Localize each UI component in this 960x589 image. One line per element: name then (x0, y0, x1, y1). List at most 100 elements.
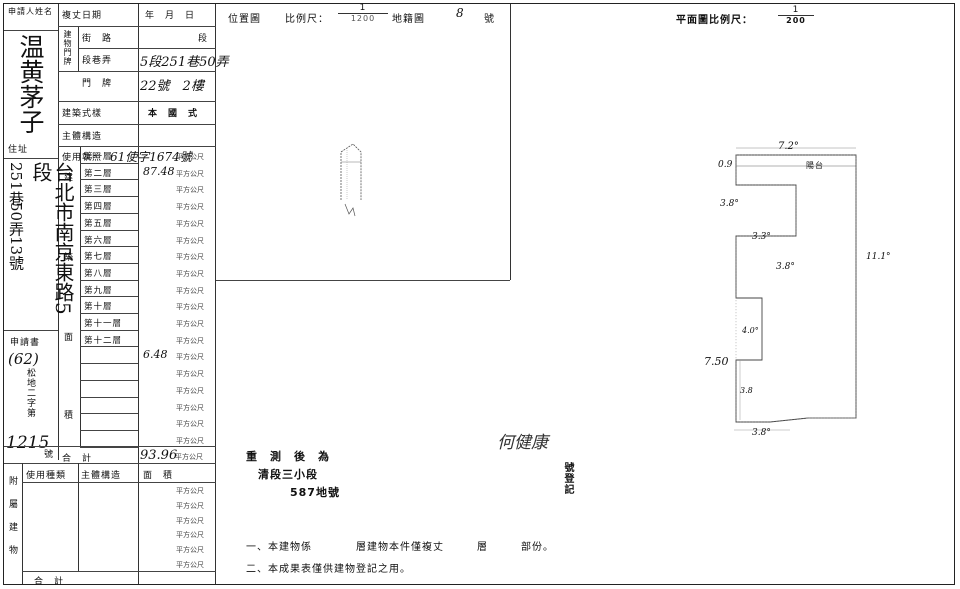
row-divider (58, 101, 216, 102)
completion-date: 年 月 日 (145, 11, 196, 21)
floor-group-jian: 建 (64, 173, 75, 183)
row-divider (58, 26, 216, 27)
style-value: 本 國 式 (148, 109, 199, 119)
floor-row-divider (80, 396, 138, 398)
column-divider (78, 463, 79, 571)
address-lane: 50弄 (7, 202, 25, 237)
door-label: 門 牌 (82, 79, 113, 89)
survey-line-3: 587地號 (290, 486, 340, 499)
lot-map-number: 8 (456, 6, 464, 20)
door-value: 22號 2樓 (140, 79, 204, 94)
applicant-name: 温黄茅子 (16, 34, 45, 134)
floor-group-ji: 積 (64, 411, 75, 421)
application-suffix: 號 (44, 450, 55, 460)
applicant-label: 申請人姓名 (8, 7, 53, 16)
floor-area-unit: 平方公尺 (176, 353, 204, 362)
column-divider (22, 463, 23, 584)
fraction-bar (338, 13, 388, 14)
document-frame (3, 3, 955, 585)
floor-area-unit: 平方公尺 (176, 236, 204, 245)
dim-inner-side: 3.8° (776, 262, 795, 272)
annex-area-unit: 平方公尺 (176, 487, 204, 495)
application-label: 申請書 (10, 338, 41, 348)
annex-side-label: 附屬建物 (7, 476, 17, 568)
floor-area-value: 6.48 (143, 348, 168, 362)
dim-top: 7.2° (778, 141, 799, 152)
dim-right: 11.1° (866, 252, 891, 262)
street-value: 段 (198, 34, 209, 44)
floor-row-divider (80, 196, 138, 198)
dim-inner-top: 3.3° (752, 232, 771, 242)
floor-area-unit: 平方公尺 (176, 436, 204, 445)
address-main: 台北市南京東路5段 (29, 162, 75, 315)
floor-row-divider (80, 279, 138, 281)
floor-row-divider (80, 212, 138, 214)
row-divider (4, 30, 58, 31)
dim-balcony-mark: 陽台 (806, 161, 824, 170)
floor-area-unit: 平方公尺 (176, 420, 204, 429)
floor-name: 第五層 (84, 218, 113, 229)
plan-scale-label: 平面圖比例尺： (676, 15, 753, 26)
row-divider (4, 463, 216, 464)
floor-area-unit: 平方公尺 (176, 153, 204, 161)
door-group-label: 建物門牌 (63, 30, 72, 66)
floor-name: 第六層 (84, 235, 113, 246)
floor-name: 第九層 (84, 285, 113, 296)
dim-bottom: 3.8° (752, 428, 771, 438)
floor-plan-drawing (734, 147, 857, 431)
floor-area-unit: 平方公尺 (176, 253, 204, 262)
row-divider (58, 146, 216, 147)
application-year: (62) (8, 350, 39, 368)
annex-area-unit: 平方公尺 (176, 501, 204, 510)
floor-name: 第十二層 (84, 335, 123, 346)
floor-area-unit: 平方公尺 (176, 203, 204, 212)
application-section: 松地二字第 (25, 368, 35, 418)
annex-col-usage: 使用種類 (26, 471, 67, 481)
column-divider (138, 4, 139, 584)
survey-line-2: 清段三小段 (258, 468, 318, 481)
floor-group-zhu: 築 (64, 253, 75, 263)
row-divider (22, 571, 216, 572)
dim-lower-b: 7.50 (704, 355, 729, 368)
floor-name: 第七層 (84, 252, 113, 263)
floor-area-value: 87.48 (143, 164, 175, 178)
column-divider (58, 4, 59, 460)
lot-map-label: 地籍圖 (392, 14, 425, 25)
floor-row-divider (80, 229, 138, 231)
note-2: 二、本成果表僅供建物登記之用。 (246, 564, 411, 575)
floor-row-divider (80, 313, 138, 314)
row-divider (4, 158, 58, 159)
floor-row-divider (80, 329, 138, 331)
floor-name: 第四層 (84, 202, 113, 213)
structure-label: 主體構造 (62, 132, 103, 142)
floor-area-unit: 平方公尺 (176, 286, 204, 295)
location-scale-label: 比例尺： (285, 14, 329, 25)
address-number: 13號 (7, 236, 25, 271)
floor-row-divider (80, 379, 138, 381)
row-divider (4, 330, 58, 331)
style-label: 建築式樣 (62, 109, 103, 119)
location-scale-fraction: 1 1200 (338, 3, 388, 23)
floor-group-mian: 面 (64, 333, 75, 343)
row-divider (22, 482, 216, 483)
address-lane-prefix: 251巷 (7, 162, 25, 206)
floor-name: 第十層 (84, 302, 113, 313)
floor-row-divider (80, 262, 138, 264)
column-divider (215, 4, 216, 584)
floor-row-divider (80, 363, 138, 365)
lot-map-suffix: 號 (484, 14, 495, 25)
address-label: 住址 (8, 145, 29, 155)
permit-label: 使用執照 (62, 153, 103, 163)
surveyor-signature: 何健康 (497, 433, 548, 453)
floor-name: 第十一層 (84, 319, 123, 329)
street-label: 街 路 (82, 34, 113, 44)
row-divider (58, 71, 216, 72)
location-scale-numerator: 1 (359, 3, 367, 13)
note-1: 一、本建物係 層建物本件僅複丈 層 部份。 (246, 542, 554, 553)
floor-area-unit: 平方公尺 (176, 269, 204, 278)
floor-name: 第八層 (84, 268, 113, 279)
floor-row-divider (80, 246, 138, 248)
floor-row-divider (80, 162, 138, 164)
floor-area-unit: 平方公尺 (176, 403, 204, 412)
dim-lower-a: 4.0° (742, 326, 759, 335)
